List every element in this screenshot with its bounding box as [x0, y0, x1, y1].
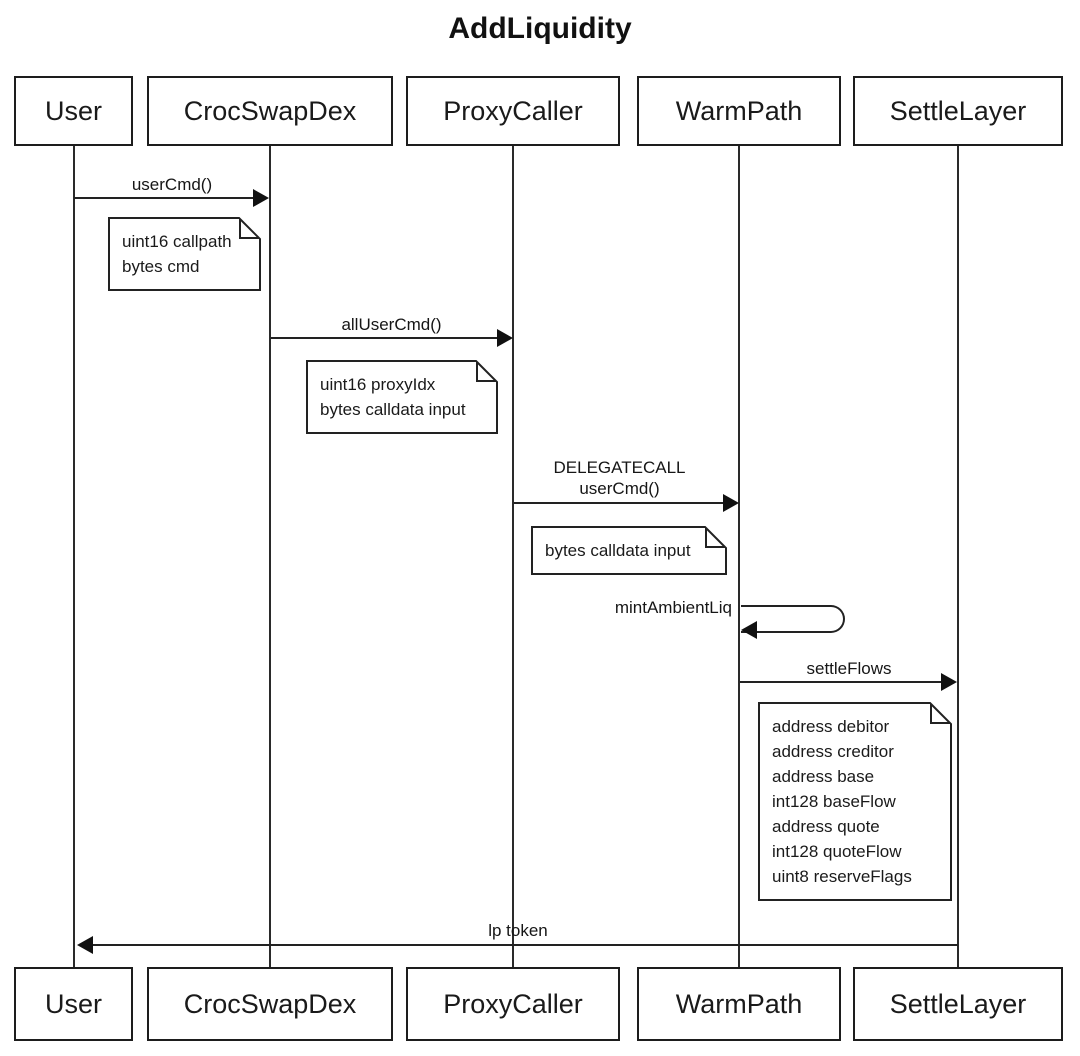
participant-label: SettleLayer [889, 988, 1027, 1019]
participant-box-warmpath-top: WarmPath [637, 76, 841, 146]
message-label-usercmd: userCmd() [131, 175, 213, 194]
note-text: uint16 proxyIdx [320, 375, 436, 394]
note-text: bytes calldata input [545, 541, 691, 560]
lifeline-crocswapdex [269, 146, 271, 968]
arrowhead-left-icon [741, 621, 757, 639]
note-text: bytes cmd [122, 257, 200, 276]
note-text: int128 quoteFlow [772, 842, 902, 861]
note-text: int128 baseFlow [772, 792, 896, 811]
lifeline-warmpath [738, 146, 740, 968]
note-fold-icon [239, 217, 261, 239]
arrowhead-right-icon [497, 329, 513, 347]
message-line-lp-token [91, 944, 958, 946]
participant-box-proxycaller-bottom: ProxyCaller [406, 967, 620, 1041]
message-label-line1: DELEGATECALL [553, 458, 686, 477]
note-settleflows-args: address debitor address creditor address… [758, 702, 952, 901]
note-text: address creditor [772, 742, 894, 761]
message-line-usercmd [74, 197, 255, 199]
participant-box-warmpath-bottom: WarmPath [637, 967, 841, 1041]
participant-box-settlelayer-bottom: SettleLayer [853, 967, 1063, 1041]
participant-box-settlelayer-top: SettleLayer [853, 76, 1063, 146]
participant-box-user-top: User [14, 76, 133, 146]
note-usercmd-args: uint16 callpath bytes cmd [108, 217, 261, 291]
lifeline-user [73, 146, 75, 968]
lifeline-settlelayer [957, 146, 959, 968]
participant-box-crocswapdex-bottom: CrocSwapDex [147, 967, 393, 1041]
note-fold-icon [705, 526, 727, 548]
note-text: address quote [772, 817, 880, 836]
lifeline-proxycaller [512, 146, 514, 968]
participant-label: CrocSwapDex [183, 95, 357, 126]
participant-box-user-bottom: User [14, 967, 133, 1041]
arrowhead-right-icon [941, 673, 957, 691]
participant-label: WarmPath [675, 988, 803, 1019]
arrowhead-right-icon [253, 189, 269, 207]
participant-box-crocswapdex-top: CrocSwapDex [147, 76, 393, 146]
participant-label: CrocSwapDex [183, 988, 357, 1019]
note-text: address debitor [772, 717, 890, 736]
arrowhead-left-icon [77, 936, 93, 954]
arrowhead-right-icon [723, 494, 739, 512]
message-label-allusercmd: allUserCmd() [341, 315, 442, 334]
note-allusercmd-args: uint16 proxyIdx bytes calldata input [306, 360, 498, 434]
participant-label: User [44, 95, 102, 126]
participant-box-proxycaller-top: ProxyCaller [406, 76, 620, 146]
message-label-delegatecall: DELEGATECALL userCmd() [514, 457, 725, 499]
message-label-settleflows: settleFlows [806, 659, 892, 678]
participant-label: WarmPath [675, 95, 803, 126]
participant-label: ProxyCaller [443, 95, 583, 126]
note-text: bytes calldata input [320, 400, 466, 419]
participant-label: ProxyCaller [443, 988, 583, 1019]
self-call-loop [741, 605, 845, 633]
note-delegatecall-args: bytes calldata input [531, 526, 727, 575]
diagram-title: AddLiquidity [448, 12, 632, 45]
participant-label: User [44, 988, 102, 1019]
message-label-lp-token: lp token [488, 921, 548, 940]
note-text: address base [772, 767, 875, 786]
participant-label: SettleLayer [889, 95, 1027, 126]
message-label-line2: userCmd() [579, 479, 660, 498]
note-text: uint16 callpath [122, 232, 232, 251]
message-line-allusercmd [271, 337, 499, 339]
message-line-delegatecall [514, 502, 725, 504]
message-label-mintambientliq: mintAmbientLiq [614, 598, 732, 617]
note-fold-icon [476, 360, 498, 382]
note-fold-icon [930, 702, 952, 724]
message-line-settleflows [740, 681, 943, 683]
note-text: uint8 reserveFlags [772, 867, 912, 886]
